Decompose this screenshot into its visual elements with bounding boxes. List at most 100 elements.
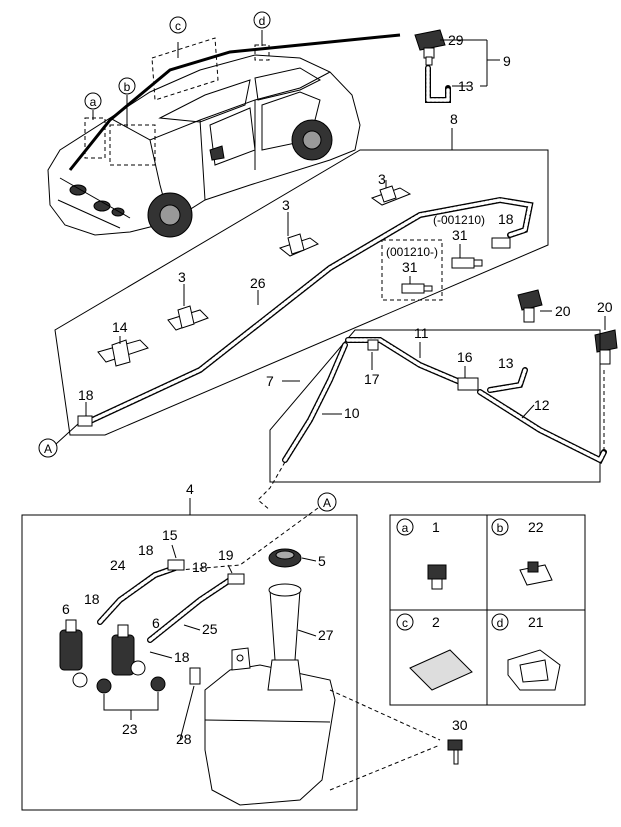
svg-text:21: 21 <box>528 614 544 630</box>
label-14: 14 <box>112 319 128 335</box>
svg-text:c: c <box>175 19 181 33</box>
label-28: 28 <box>176 731 192 747</box>
label-18-d: 18 <box>192 559 208 575</box>
label-31-lower: 31 <box>402 259 418 275</box>
assembly-7-outline <box>269 329 601 483</box>
label-18-c: 18 <box>138 542 154 558</box>
label-25: 25 <box>202 621 218 637</box>
svg-text:b: b <box>497 521 504 535</box>
svg-text:2: 2 <box>432 614 440 630</box>
part-21-icon <box>507 649 561 691</box>
label-4: 4 <box>186 481 194 497</box>
connector-17 <box>367 339 379 351</box>
callout-c: c <box>169 16 187 34</box>
clip-14 <box>97 339 149 367</box>
svg-text:a: a <box>90 95 97 109</box>
svg-text:c: c <box>402 616 408 630</box>
callout-a: a <box>84 92 102 110</box>
label-9: 9 <box>503 53 511 69</box>
label-001210-after: (001210-) <box>386 245 438 259</box>
svg-text:d: d <box>259 14 266 28</box>
callout-b: b <box>118 77 136 95</box>
hose-10 <box>282 342 348 463</box>
label-29: 29 <box>448 32 464 48</box>
label-18-left: 18 <box>78 387 94 403</box>
label-6-left: 6 <box>62 601 70 617</box>
label-26: 26 <box>250 275 266 291</box>
nozzle-20-left <box>517 289 543 323</box>
connector-19 <box>227 573 245 585</box>
label-19: 19 <box>218 547 234 563</box>
hose-26 <box>85 196 534 425</box>
label-12: 12 <box>534 397 550 413</box>
callout-A-right: A <box>317 492 337 512</box>
legend-cell-b: b 22 <box>491 518 553 586</box>
label-18-f: 18 <box>174 649 190 665</box>
clip-3-upper <box>370 185 412 206</box>
grommet-23-left <box>96 678 112 694</box>
callout-A-left: A <box>38 438 58 458</box>
connector-18-left <box>77 415 93 427</box>
label-20-right: 20 <box>597 299 613 315</box>
svg-text:1: 1 <box>432 519 440 535</box>
label-11: 11 <box>414 325 429 341</box>
label-24: 24 <box>110 557 126 573</box>
svg-text:d: d <box>497 616 504 630</box>
legend-cell-a: a 1 <box>396 518 447 590</box>
label-7: 7 <box>266 373 274 389</box>
connector-15 <box>167 559 185 571</box>
hose-13-box <box>487 367 528 393</box>
svg-text:A: A <box>323 496 331 510</box>
label-18-upper: 18 <box>498 211 514 227</box>
label-5: 5 <box>318 553 326 569</box>
connector-31-upper <box>451 257 483 269</box>
sensor-28 <box>189 667 201 685</box>
connector-18-upper <box>491 237 511 249</box>
hose-25 <box>147 577 233 643</box>
connector-31-lower <box>401 283 433 294</box>
car-illustration <box>47 30 401 238</box>
label-13-box: 13 <box>498 355 514 371</box>
connector-16 <box>457 377 479 391</box>
legend-table: a 1 b 22 c 2 <box>389 514 586 706</box>
label-17: 17 <box>364 371 380 387</box>
nozzle-20-right <box>594 329 618 365</box>
hose-11 <box>345 337 463 385</box>
svg-text:a: a <box>402 521 409 535</box>
label-18-e: 18 <box>84 591 100 607</box>
hose-12 <box>477 389 607 465</box>
legend-cell-d: d 21 <box>491 613 561 691</box>
svg-text:A: A <box>44 442 52 456</box>
part-2-icon <box>409 649 473 691</box>
legend-cell-c: c 2 <box>396 613 473 691</box>
variant-box <box>381 239 443 301</box>
label-13-top: 13 <box>458 78 474 94</box>
label-6-right: 6 <box>152 615 160 631</box>
grommet-23-right <box>150 676 166 692</box>
bolt-30 <box>447 739 463 765</box>
svg-text:22: 22 <box>528 519 544 535</box>
clip-3-lower <box>167 305 209 331</box>
cap-5 <box>268 548 302 568</box>
label-31-upper: 31 <box>452 227 468 243</box>
svg-text:b: b <box>124 80 131 94</box>
reservoir-27 <box>204 583 336 806</box>
label-3-mid: 3 <box>282 197 290 213</box>
hose-13-top <box>425 65 451 103</box>
label-3-lower: 3 <box>178 269 186 285</box>
part-1-icon <box>427 564 447 590</box>
label-10: 10 <box>344 405 360 421</box>
pump-6-left <box>59 619 88 688</box>
assembly-8-outline <box>54 149 549 436</box>
callout-d: d <box>253 11 271 29</box>
hose-24 <box>97 565 178 625</box>
label-001210-before: (-001210) <box>433 213 485 227</box>
label-23: 23 <box>122 721 138 737</box>
label-3-upper: 3 <box>378 171 386 187</box>
part-22-icon <box>519 561 553 586</box>
assembly-4-outline <box>21 514 358 811</box>
label-8: 8 <box>450 111 458 127</box>
label-30: 30 <box>452 717 468 733</box>
label-20-left: 20 <box>555 303 571 319</box>
